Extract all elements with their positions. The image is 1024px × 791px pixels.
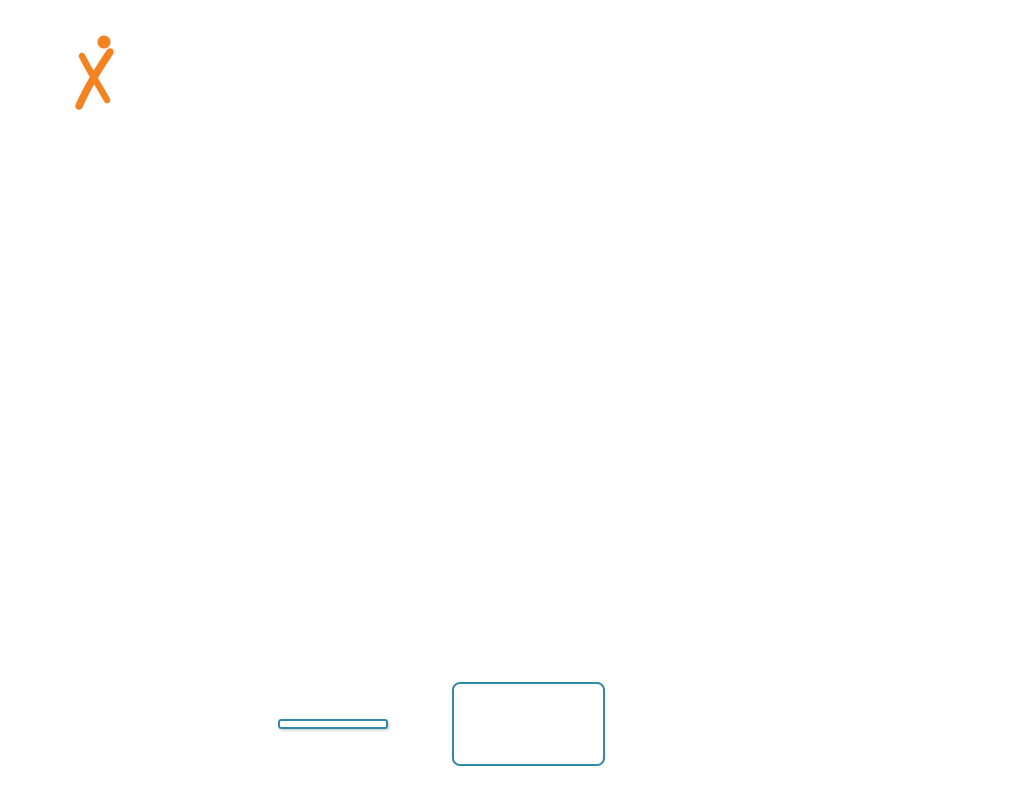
internetwork-expert-logo	[26, 35, 286, 124]
major-subnet-box	[278, 719, 388, 729]
legend-box	[452, 682, 605, 766]
logo-person-swoosh-icon	[75, 35, 114, 110]
